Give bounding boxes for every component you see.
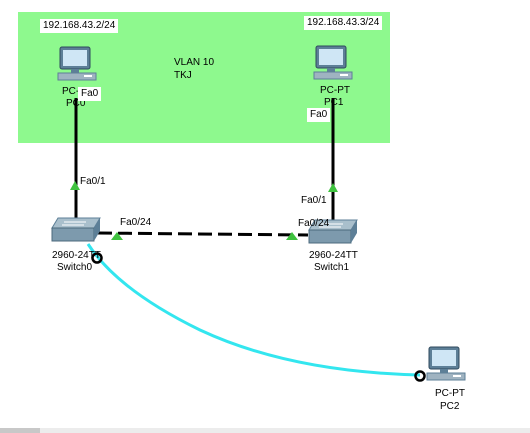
status-up-icon xyxy=(70,181,80,190)
switch1-uplink-port-label: Fa0/1 xyxy=(301,195,327,206)
link-switch0-switch1[interactable] xyxy=(97,231,309,237)
pc0-port-label: Fa0 xyxy=(78,87,102,101)
horizontal-scrollbar[interactable] xyxy=(0,428,530,433)
pc0-computer-icon[interactable] xyxy=(57,46,97,81)
pc0-ip-label: 192.168.43.2/24 xyxy=(40,19,119,33)
switch0-model-label: 2960-24TT xyxy=(52,250,101,261)
status-up-icon xyxy=(286,232,298,240)
switch0-uplink-port-label: Fa0/1 xyxy=(80,176,106,187)
pc1-model-label: PC-PT xyxy=(320,85,350,96)
pc2-computer-icon[interactable] xyxy=(426,346,466,381)
status-up-icon xyxy=(111,232,123,240)
switch0-name-label: Switch0 xyxy=(57,262,93,273)
pc1-ip-label: 192.168.43.3/24 xyxy=(304,16,383,30)
pc2-name-label: PC2 xyxy=(440,401,460,412)
switch1-model-label: 2960-24TT xyxy=(309,250,358,261)
vlan-label: VLAN 10 xyxy=(174,57,215,68)
pc2-model-label: PC-PT xyxy=(435,388,465,399)
switch0-icon[interactable] xyxy=(51,217,101,242)
status-up-icon xyxy=(328,183,338,192)
vlan-sublabel: TKJ xyxy=(174,70,192,81)
switch1-name-label: Switch1 xyxy=(314,262,350,273)
pc1-computer-icon[interactable] xyxy=(313,45,353,80)
switch0-trunk-port-label: Fa0/24 xyxy=(120,217,152,228)
status-down-icon xyxy=(414,370,426,382)
switch1-icon[interactable] xyxy=(308,219,358,244)
pc0-model-label: PC-PT xyxy=(62,86,92,97)
pc1-name-label: PC1 xyxy=(324,97,344,108)
switch1-trunk-port-label: Fa0/24 xyxy=(298,218,330,229)
pc0-name-label: PC0 xyxy=(66,98,86,109)
status-down-icon xyxy=(91,252,103,264)
pc1-port-label: Fa0 xyxy=(307,108,331,122)
scrollbar-thumb[interactable] xyxy=(0,428,40,433)
link-switch0-pc2[interactable] xyxy=(86,243,421,377)
